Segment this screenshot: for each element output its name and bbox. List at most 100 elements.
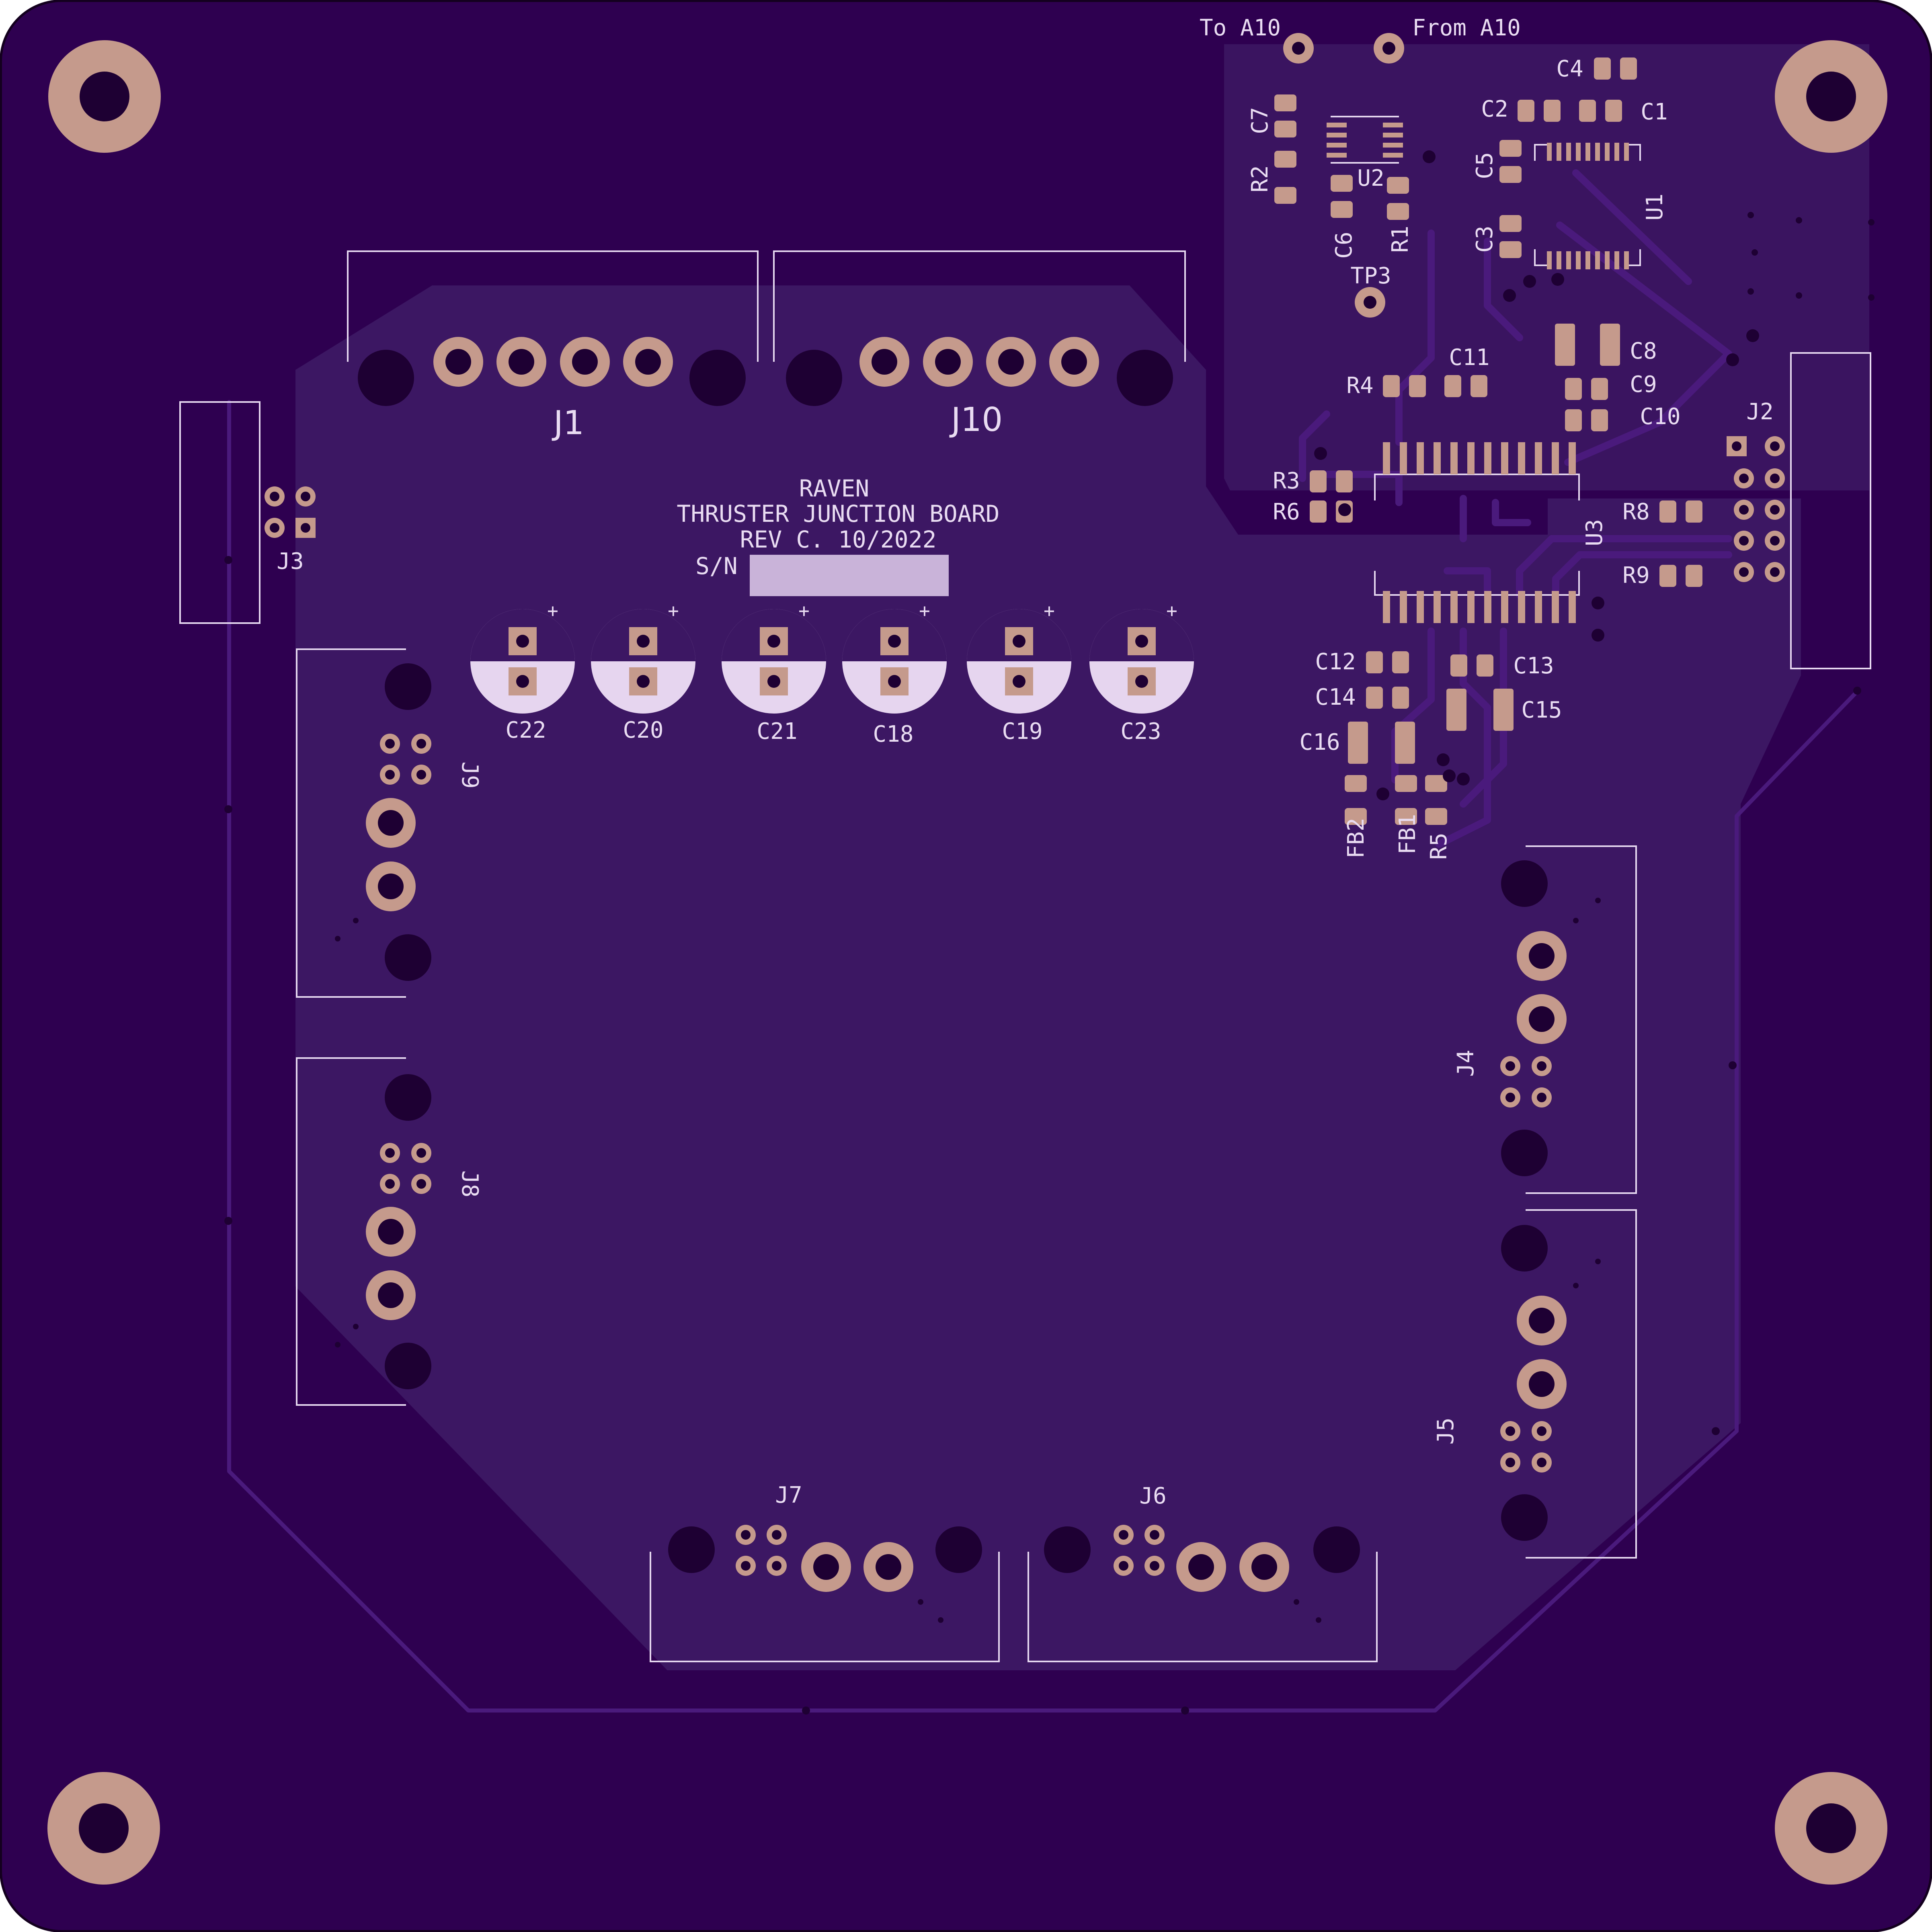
capacitor-c3[interactable]: C3 [1472, 215, 1522, 258]
capacitor-c9-label: C9 [1630, 371, 1657, 398]
capacitor-c7[interactable]: C7 [1247, 94, 1296, 137]
electrolytic-capacitor-c20[interactable]: + C20 [591, 600, 695, 743]
capacitor-c12-label: C12 [1315, 649, 1356, 675]
ferrite-fb2[interactable]: FB2 [1343, 775, 1369, 859]
capacitor-c1-label: C1 [1641, 99, 1667, 125]
capacitor-c12[interactable]: C12 [1315, 649, 1409, 675]
capacitor-c8-label: C8 [1630, 338, 1657, 364]
test-point-from-a10-label: From A10 [1412, 15, 1521, 41]
ferrite-fb1-label: FB1 [1395, 814, 1421, 854]
ic-u2[interactable]: U2 [1327, 116, 1403, 191]
ic-u3[interactable]: U3 [1374, 442, 1608, 623]
connector-j9[interactable]: J9 [296, 648, 483, 998]
capacitor-c5[interactable]: C5 [1472, 140, 1522, 183]
capacitor-c16-label: C16 [1299, 729, 1340, 755]
electrolytic-capacitor-c19[interactable]: + C19 [967, 600, 1071, 744]
ic-u2-label: U2 [1357, 165, 1384, 191]
electrolytic-capacitor-c19-label: C19 [1002, 718, 1042, 744]
resistor-r5-label: R5 [1426, 833, 1452, 859]
capacitor-c16[interactable]: C16 [1299, 722, 1415, 764]
capacitor-c13[interactable]: C13 [1450, 653, 1554, 679]
ferrite-fb1[interactable]: FB1 [1395, 775, 1421, 855]
capacitor-c15[interactable]: C15 [1446, 689, 1562, 731]
board-subtitle: THRUSTER JUNCTION BOARD [677, 500, 999, 527]
mounting-hole-top-right [1775, 40, 1887, 153]
resistor-r9-label: R9 [1622, 562, 1649, 589]
capacitor-c4-label: C4 [1556, 56, 1583, 82]
connector-j6-label: J6 [1139, 1483, 1166, 1509]
connector-j8-label: J8 [457, 1170, 483, 1197]
ferrite-fb2-label: FB2 [1343, 818, 1369, 858]
serial-number-label: S/N [695, 552, 738, 580]
electrolytic-capacitor-c23-label: C23 [1120, 718, 1161, 744]
connector-j4[interactable]: J4 [1453, 845, 1637, 1194]
capacitor-c2-label: C2 [1481, 96, 1508, 122]
test-point-to-a10[interactable]: To A10 [1200, 15, 1314, 64]
resistor-r3[interactable]: R3 [1273, 468, 1353, 494]
test-point-from-a10[interactable]: From A10 [1374, 15, 1521, 64]
polarity-mark: + [1044, 600, 1055, 621]
polarity-mark: + [668, 600, 679, 621]
capacitor-c11-label: C11 [1449, 345, 1489, 371]
electrolytic-capacitor-c20-label: C20 [623, 717, 663, 743]
board-name: RAVEN [799, 475, 870, 502]
electrolytic-capacitor-c21[interactable]: + C21 [722, 600, 826, 744]
connector-j5[interactable]: J5 [1433, 1209, 1637, 1559]
electrolytic-capacitor-c22-label: C22 [505, 717, 546, 743]
connector-j2[interactable]: J2 [1727, 352, 1871, 669]
capacitor-c11[interactable]: C11 [1444, 345, 1490, 397]
capacitor-c6[interactable]: C6 [1331, 175, 1357, 259]
resistor-r9[interactable]: R9 [1622, 562, 1702, 589]
connector-j1[interactable]: J1 [347, 250, 759, 442]
test-point-to-a10-label: To A10 [1200, 15, 1281, 41]
ic-u1-label: U1 [1642, 193, 1668, 220]
capacitor-c10-label: C10 [1640, 404, 1680, 430]
electrolytic-capacitor-c23[interactable]: + C23 [1089, 600, 1194, 744]
capacitor-c15-label: C15 [1521, 697, 1562, 723]
capacitor-c14-label: C14 [1315, 684, 1356, 710]
connector-j1-label: J1 [552, 404, 584, 442]
capacitor-c3-label: C3 [1472, 226, 1498, 252]
resistor-r2-label: R2 [1247, 165, 1273, 192]
board-title-block: RAVEN THRUSTER JUNCTION BOARD REV C. 10/… [677, 475, 1000, 596]
connector-j7-label: J7 [775, 1482, 802, 1508]
mounting-hole-bottom-right [1775, 1772, 1887, 1885]
resistor-r1-label: R1 [1387, 226, 1413, 252]
polarity-mark: + [798, 600, 810, 621]
electrolytic-capacitor-c22[interactable]: + C22 [470, 600, 575, 743]
resistor-r6-label: R6 [1273, 499, 1300, 525]
capacitor-c5-label: C5 [1472, 152, 1498, 179]
resistor-r4-label: R4 [1346, 373, 1373, 399]
capacitor-c1[interactable]: C1 [1579, 99, 1668, 125]
capacitor-c2[interactable]: C2 [1481, 96, 1561, 122]
connector-j3[interactable]: J3 [179, 401, 316, 624]
capacitor-c14[interactable]: C14 [1315, 684, 1409, 710]
test-point-tp3-label: TP3 [1350, 263, 1391, 289]
test-point-tp3[interactable]: TP3 [1350, 263, 1391, 318]
connector-j7[interactable]: J7 [650, 1482, 1000, 1662]
electrolytic-capacitor-c21-label: C21 [757, 718, 797, 744]
polarity-mark: + [919, 600, 930, 621]
connector-j6[interactable]: J6 [1028, 1483, 1378, 1662]
serial-number-field[interactable] [750, 555, 949, 596]
resistor-r2[interactable]: R2 [1247, 151, 1296, 204]
resistor-r5[interactable]: R5 [1425, 775, 1452, 860]
connector-j10[interactable]: J10 [773, 250, 1186, 439]
connector-j4-label: J4 [1453, 1050, 1479, 1077]
resistor-r1[interactable]: R1 [1387, 177, 1413, 253]
mounting-hole-bottom-left [47, 1772, 160, 1885]
electrolytic-capacitor-c18[interactable]: + C18 [842, 600, 947, 747]
capacitor-c10[interactable]: C10 [1565, 404, 1681, 431]
resistor-r8[interactable]: R8 [1622, 499, 1702, 525]
capacitor-c8[interactable]: C8 [1555, 324, 1657, 366]
resistor-r4[interactable]: R4 [1346, 373, 1426, 399]
connector-j9-label: J9 [457, 761, 483, 788]
capacitor-c4[interactable]: C4 [1556, 56, 1637, 82]
ic-u3-label: U3 [1581, 519, 1608, 546]
capacitor-c9[interactable]: C9 [1565, 371, 1657, 400]
connector-j8[interactable]: J8 [296, 1057, 483, 1406]
connector-j10-label: J10 [949, 401, 1003, 439]
ic-u1[interactable]: U1 [1534, 143, 1668, 269]
polarity-mark: + [1166, 600, 1177, 621]
